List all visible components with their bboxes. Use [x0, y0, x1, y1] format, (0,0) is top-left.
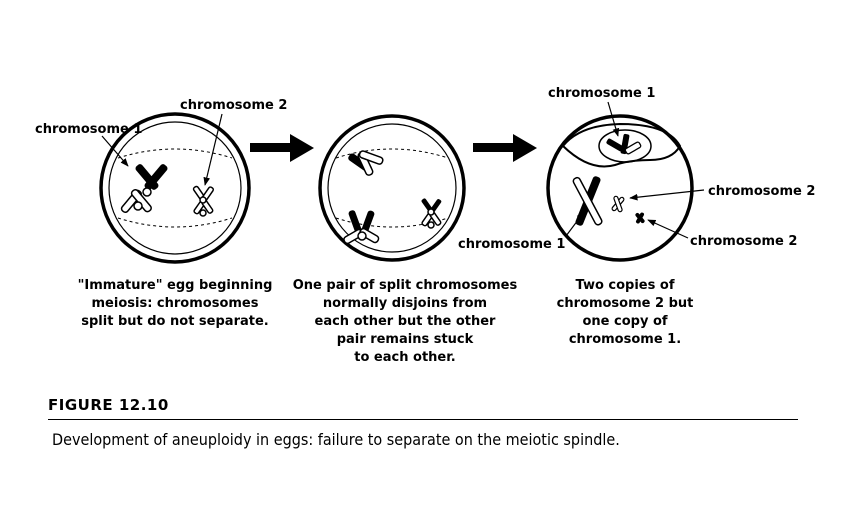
label-cell1-chromosome-2: chromosome 2 — [180, 98, 287, 113]
label-cell3-chromosome-2-mid: chromosome 2 — [708, 184, 815, 199]
step-arrow-2 — [473, 134, 537, 162]
chromosome-1-egg — [572, 176, 603, 226]
caption-step-1: "Immature" egg beginning meiosis: chromo… — [77, 278, 273, 329]
chromosome-1-upper — [348, 150, 384, 176]
chromosome-1-pair — [120, 164, 168, 214]
egg-cell-2 — [318, 114, 466, 262]
chromosome-2-stuck-pair — [421, 198, 442, 229]
egg-cell-1: chromosome 1 chromosome 2 — [35, 98, 287, 264]
figure-divider — [48, 419, 798, 420]
step-arrow-1 — [250, 134, 314, 162]
label-cell3-chromosome-2-low: chromosome 2 — [690, 234, 797, 249]
egg-cell-3: chromosome 1 chromosome 2 chromosome 1 c… — [458, 86, 815, 262]
chromosome-2-pair — [192, 185, 215, 217]
chromosome-2-egg-copy-b — [635, 212, 645, 224]
label-cell1-chromosome-1: chromosome 1 — [35, 122, 142, 137]
chromosome-1-polar-body — [606, 133, 642, 155]
chromosome-2-egg-copy-a — [611, 195, 625, 213]
chromosome-1-lower — [343, 210, 380, 245]
caption-step-3: Two copies of chromosome 2 but one copy … — [556, 278, 694, 347]
caption-step-2: One pair of split chromosomes normally d… — [292, 278, 518, 365]
figure-caption: Development of aneuploidy in eggs: failu… — [52, 430, 620, 449]
figure-number: FIGURE 12.10 — [48, 396, 169, 414]
label-cell3-chromosome-1-top: chromosome 1 — [548, 86, 655, 101]
label-cell3-chromosome-1-low: chromosome 1 — [458, 237, 565, 252]
